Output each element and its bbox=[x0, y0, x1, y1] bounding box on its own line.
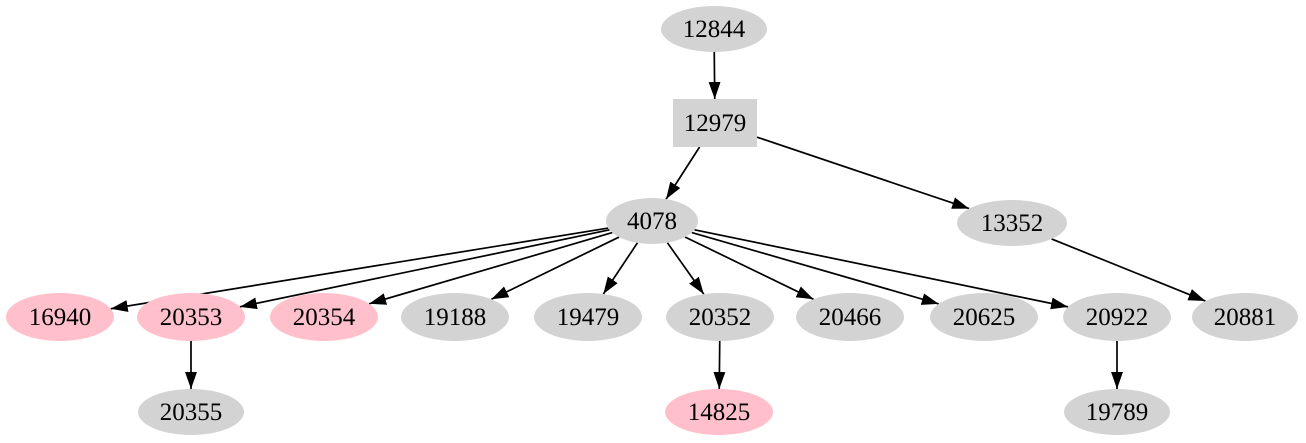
edge-4078-to-20922 bbox=[694, 228, 1069, 310]
node-16940: 16940 bbox=[6, 293, 114, 341]
node-19479: 19479 bbox=[534, 293, 642, 341]
node-20353: 20353 bbox=[137, 293, 245, 341]
node-20625: 20625 bbox=[930, 293, 1038, 341]
edge-12844-to-12979 bbox=[708, 51, 721, 100]
edge-12979-to-4078 bbox=[665, 146, 701, 200]
node-14825: 14825 bbox=[665, 389, 773, 435]
node-20881: 20881 bbox=[1192, 293, 1298, 341]
node-12979: 12979 bbox=[673, 99, 757, 147]
edge-4078-to-19479 bbox=[602, 242, 639, 295]
edge-4078-to-20354 bbox=[368, 231, 613, 305]
edge-12979-to-13352 bbox=[756, 136, 970, 210]
edge-4078-to-19188 bbox=[491, 236, 620, 301]
node-20352: 20352 bbox=[666, 293, 774, 341]
node-19789: 19789 bbox=[1064, 389, 1170, 435]
edges bbox=[110, 51, 1206, 390]
edge-4078-to-20625 bbox=[691, 231, 939, 305]
node-12844: 12844 bbox=[661, 6, 767, 52]
node-19188: 19188 bbox=[401, 293, 509, 341]
node-20466: 20466 bbox=[796, 293, 904, 341]
edge-13352-to-20881 bbox=[1051, 238, 1206, 302]
edge-4078-to-20352 bbox=[666, 242, 705, 295]
node-20922: 20922 bbox=[1063, 293, 1171, 341]
node-20355: 20355 bbox=[138, 389, 244, 435]
edge-4078-to-20466 bbox=[684, 236, 814, 301]
node-4078: 4078 bbox=[606, 198, 698, 244]
node-13352: 13352 bbox=[957, 200, 1067, 246]
node-20354: 20354 bbox=[270, 293, 378, 341]
edge-20352-to-14825 bbox=[713, 340, 726, 390]
